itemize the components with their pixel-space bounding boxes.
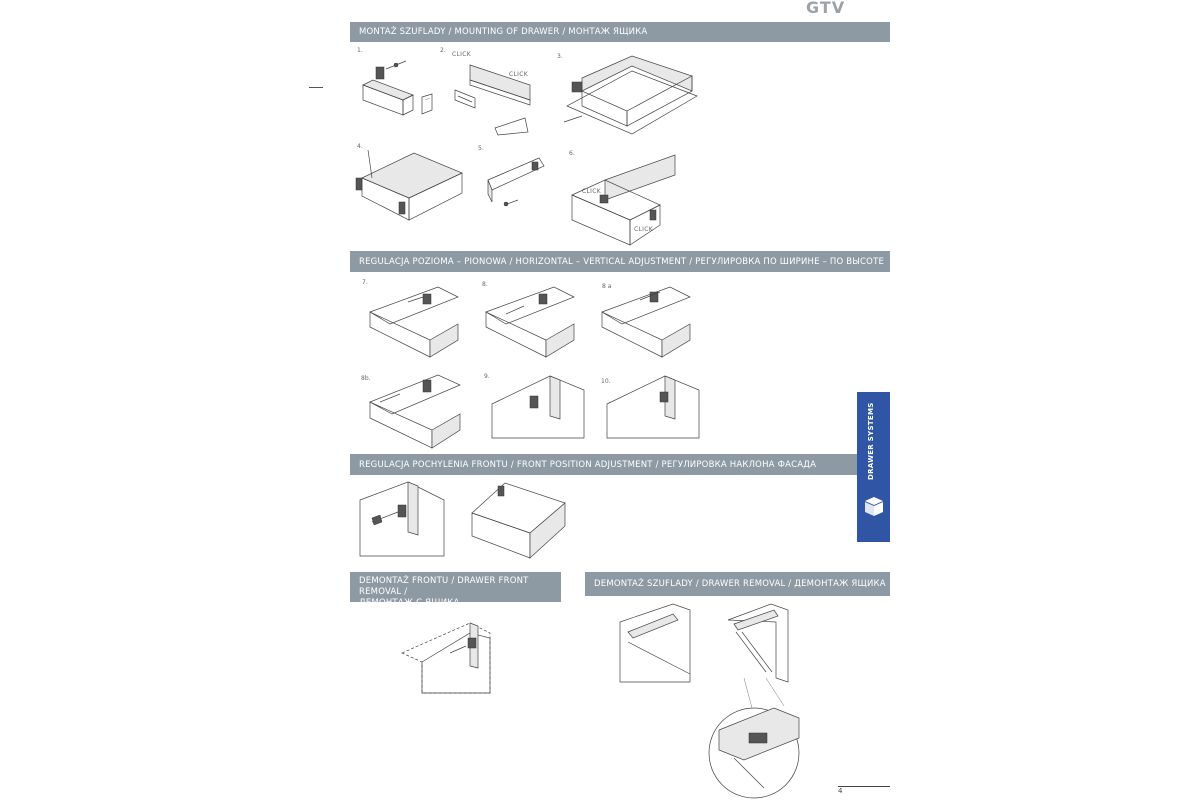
diagram-step-7: [369, 286, 459, 358]
step-number-8: 8.: [482, 281, 488, 288]
step-number-3: 3.: [557, 53, 563, 60]
click-label: CLICK: [634, 226, 653, 233]
page-number: 4: [838, 787, 843, 795]
step-number-9: 9.: [484, 373, 490, 380]
step-number-10: 10.: [601, 378, 611, 385]
diagram-front-adjust-1: [359, 481, 445, 557]
click-label: CLICK: [509, 71, 528, 78]
step-number-8b: 8b.: [361, 375, 371, 382]
diagram-drawer-removal-2: [727, 603, 789, 683]
diagram-step-6: [571, 154, 676, 246]
diagram-step-10: [606, 375, 700, 439]
section-header-mounting: MONTAŻ SZUFLADY / MOUNTING OF DRAWER / М…: [350, 22, 890, 42]
diagram-front-adjust-2: [471, 482, 566, 559]
diagram-front-removal: [401, 622, 491, 694]
diagram-step-8a: [601, 286, 691, 358]
footer-rule: [838, 786, 890, 787]
diagram-step-3: [563, 55, 698, 135]
front-removal-title-line1: DEMONTAŻ FRONTU / DRAWER FRONT REMOVAL /: [359, 576, 529, 597]
step-number-7: 7.: [362, 279, 368, 286]
diagram-step-8: [485, 286, 575, 358]
step-number-2: 2.: [440, 47, 446, 54]
section-header-front-position: REGULACJA POCHYLENIA FRONTU / FRONT POSI…: [350, 454, 858, 475]
diagram-drawer-removal-1: [619, 603, 691, 683]
side-tab-label: DRAWER SYSTEMS: [867, 402, 875, 480]
brand-logo: GTV: [806, 0, 846, 17]
diagram-step-9: [491, 375, 585, 439]
stacked-boxes-icon: [865, 497, 883, 516]
step-number-1: 1.: [357, 47, 363, 54]
diagram-step-2: [454, 64, 531, 136]
section-header-adjustment: REGULACJA POZIOMA – PIONOWA / HORIZONTAL…: [350, 251, 890, 272]
drawer-systems-tab[interactable]: DRAWER SYSTEMS: [857, 392, 890, 542]
diagram-step-5: [487, 157, 545, 207]
click-label: CLICK: [452, 51, 471, 58]
diagram-step-4: [355, 149, 463, 221]
margin-mark: [309, 87, 323, 88]
front-removal-title-line2: ДЕМОНТАЖ С ЯЩИКА: [359, 598, 460, 608]
diagram-drawer-removal-detail: [708, 677, 800, 799]
step-number-4: 4.: [357, 143, 363, 150]
diagram-step-1b: [421, 93, 433, 115]
section-header-drawer-removal: DEMONTAŻ SZUFLADY / DRAWER REMOVAL / ДЕМ…: [585, 572, 890, 596]
diagram-step-1: [362, 60, 414, 116]
section-header-front-removal: DEMONTAŻ FRONTU / DRAWER FRONT REMOVAL /…: [350, 572, 561, 608]
step-number-5: 5.: [478, 145, 484, 152]
step-number-6: 6.: [569, 150, 575, 157]
step-number-8a: 8 a: [602, 283, 612, 290]
click-label: CLICK: [582, 188, 601, 195]
diagram-step-8b: [369, 374, 461, 449]
